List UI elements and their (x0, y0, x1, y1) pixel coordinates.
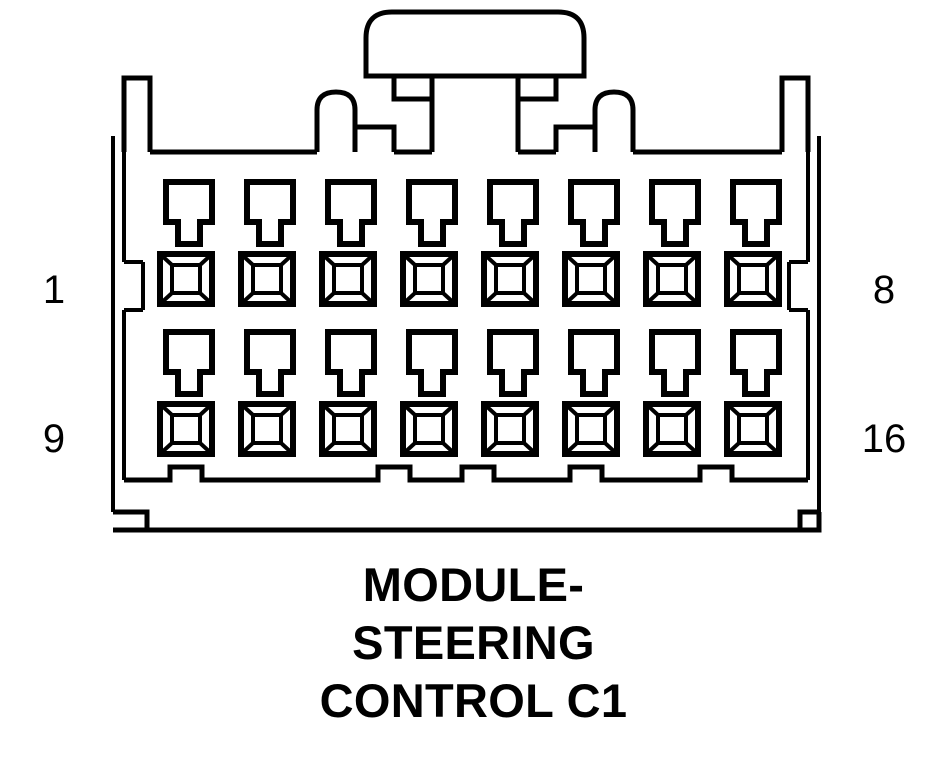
terminal-row-top (157, 251, 782, 307)
cavity-slot-7 (649, 179, 701, 247)
terminal-row-bottom (157, 401, 782, 457)
terminal-socket-16 (724, 401, 782, 457)
terminal-socket-6 (562, 251, 620, 307)
cavity-slot-3 (325, 179, 377, 247)
terminal-socket-3 (319, 251, 377, 307)
pin-label-top-right: 8 (873, 268, 895, 312)
cavity-slot-6 (568, 179, 620, 247)
terminal-socket-15 (643, 401, 701, 457)
cavity-row-top (163, 179, 782, 247)
cavity-slot-8 (730, 179, 782, 247)
terminal-socket-2 (238, 251, 296, 307)
cavity-slot-16 (730, 329, 782, 397)
terminal-socket-8 (724, 251, 782, 307)
shell-top-flange (121, 75, 811, 155)
cavity-slot-10 (244, 329, 296, 397)
latch-lever (363, 9, 587, 79)
cavity-slot-15 (649, 329, 701, 397)
shell-bottom (113, 464, 822, 533)
cavity-slot-4 (406, 179, 458, 247)
polarizing-rib-right (553, 89, 636, 152)
terminal-socket-14 (562, 401, 620, 457)
caption-line-1: MODULE- (362, 558, 585, 611)
connector-caption: MODULE- STEERING CONTROL C1 (0, 556, 947, 730)
cavity-slot-12 (406, 329, 458, 397)
terminal-socket-4 (400, 251, 458, 307)
pin-label-bottom-left: 9 (43, 417, 65, 461)
cavity-slot-1 (163, 179, 215, 247)
terminal-socket-11 (319, 401, 377, 457)
terminal-socket-10 (238, 401, 296, 457)
latch-post (391, 76, 559, 152)
terminal-socket-5 (481, 251, 539, 307)
cavity-slot-9 (163, 329, 215, 397)
cavity-slot-13 (487, 329, 539, 397)
cavity-slot-11 (325, 329, 377, 397)
shell-right-rail (787, 136, 821, 512)
cavity-row-bottom (163, 329, 782, 397)
terminal-socket-13 (481, 401, 539, 457)
terminal-socket-7 (643, 251, 701, 307)
terminal-socket-12 (400, 401, 458, 457)
cavity-slot-5 (487, 179, 539, 247)
caption-line-2: STEERING (352, 616, 595, 669)
pin-label-top-left: 1 (43, 268, 65, 312)
caption-line-3: CONTROL C1 (319, 674, 628, 727)
cavity-slot-14 (568, 329, 620, 397)
cavity-slot-2 (244, 179, 296, 247)
shell-left-rail (111, 136, 145, 512)
terminal-socket-1 (157, 251, 215, 307)
pin-label-bottom-right: 16 (862, 417, 907, 461)
terminal-socket-9 (157, 401, 215, 457)
polarizing-rib-left (314, 89, 397, 152)
